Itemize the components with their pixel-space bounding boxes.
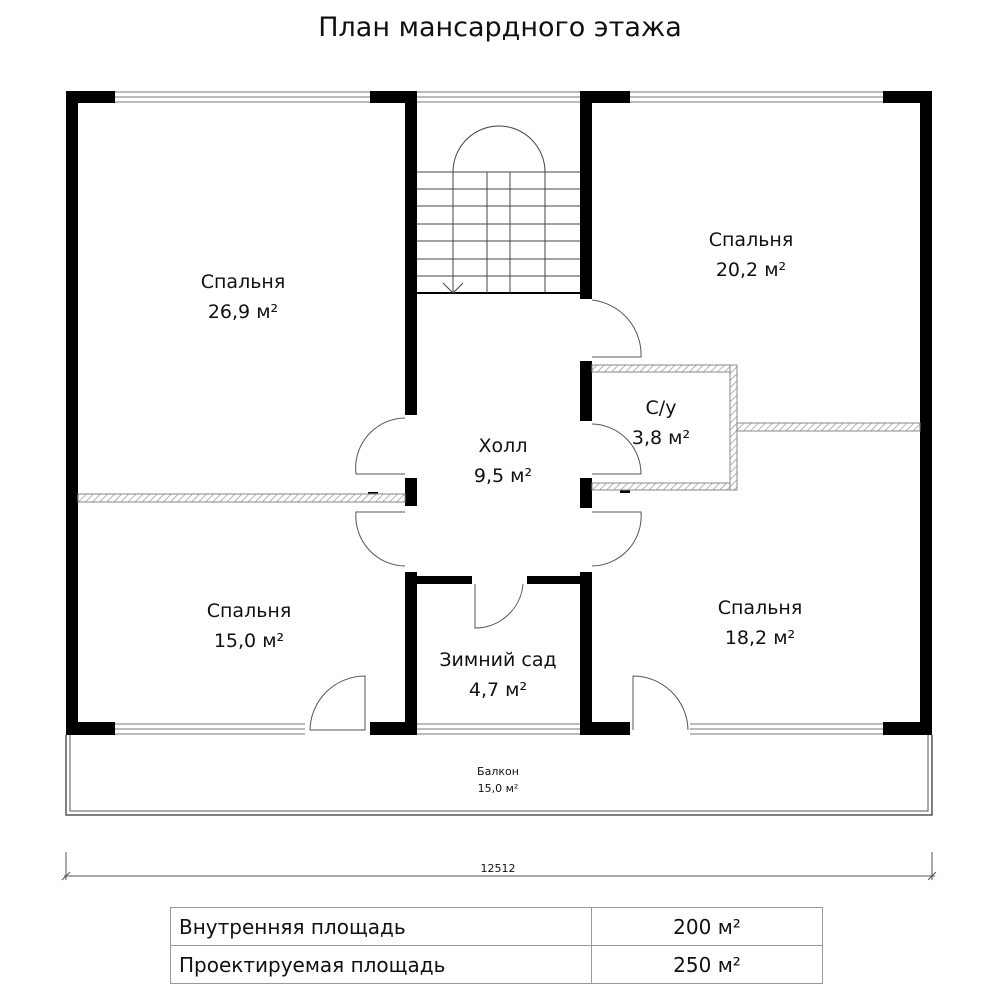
plan-title: План мансардного этажа — [318, 12, 682, 43]
summary-label: Проектируемая площадь — [170, 945, 592, 984]
room-name: Холл — [479, 435, 528, 457]
room-area: 26,9 м² — [208, 301, 278, 323]
room-labels: Спальня 26,9 м² Спальня 20,2 м² С/у 3,8 … — [201, 229, 803, 875]
staircase — [417, 125, 580, 294]
doors — [309, 299, 689, 731]
windows — [115, 91, 883, 735]
room-area: 20,2 м² — [716, 259, 786, 281]
room-area: 15,0 м² — [478, 782, 519, 795]
dimension-line — [61, 852, 937, 881]
room-name: Спальня — [207, 600, 292, 622]
room-name: Спальня — [201, 271, 286, 293]
summary-value: 250 м² — [591, 945, 823, 984]
partitions — [77, 364, 921, 503]
stair-direction-arrow-icon — [442, 282, 464, 294]
room-area: 18,2 м² — [725, 627, 795, 649]
room-area: 15,0 м² — [214, 630, 284, 652]
room-area: 4,7 м² — [469, 679, 527, 701]
room-name: С/у — [646, 397, 677, 419]
room-area: 9,5 м² — [474, 465, 532, 487]
table-row: Внутренняя площадь 200 м² — [170, 907, 823, 946]
room-name: Балкон — [477, 765, 519, 778]
room-name: Спальня — [709, 229, 794, 251]
room-name: Спальня — [718, 597, 803, 619]
summary-value: 200 м² — [591, 907, 823, 946]
dimension-value: 12512 — [481, 862, 516, 875]
room-name: Зимний сад — [439, 649, 556, 671]
balcony — [65, 735, 933, 816]
walls — [66, 91, 932, 735]
table-row: Проектируемая площадь 250 м² — [170, 945, 823, 984]
room-area: 3,8 м² — [632, 427, 690, 449]
area-summary-table: Внутренняя площадь 200 м² Проектируемая … — [170, 907, 823, 984]
summary-label: Внутренняя площадь — [170, 907, 592, 946]
